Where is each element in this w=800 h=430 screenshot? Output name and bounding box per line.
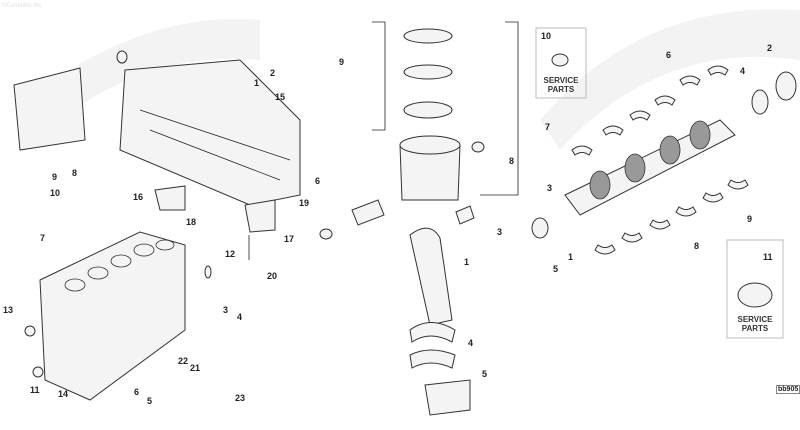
callout: 10: [50, 188, 60, 198]
callout: 1: [464, 257, 469, 267]
connecting-rod: [409, 227, 453, 326]
bushing: [455, 205, 475, 225]
upper-cylinder-block: [119, 59, 301, 206]
callout: 2: [270, 68, 275, 78]
seal-ring: [116, 50, 128, 64]
callout: 4: [740, 66, 745, 76]
right-callouts: 10 2 6 4 7 3 9 8 1 5 11: [541, 31, 773, 274]
front-seal: [531, 217, 549, 239]
callout: 8: [509, 156, 514, 166]
callout: 8: [694, 241, 699, 251]
piston-ring: [403, 64, 453, 80]
bracket: [154, 185, 186, 211]
callout: 5: [147, 396, 152, 406]
callout: 19: [299, 198, 309, 208]
plug: [32, 366, 44, 378]
callout: 9: [747, 214, 752, 224]
piston-crown: [399, 135, 461, 155]
callout: 16: [133, 192, 143, 202]
callout: 10: [541, 31, 551, 41]
service-parts-box: [535, 27, 587, 99]
bearing-shell: [409, 322, 456, 343]
service-parts-label: SERVICE: [738, 315, 774, 324]
gear: [751, 89, 769, 115]
callout: 1: [568, 252, 573, 262]
snap-ring: [471, 141, 485, 153]
callout: 17: [284, 234, 294, 244]
bearing-shell: [409, 349, 456, 369]
callout: 12: [225, 249, 235, 259]
callout: 1: [254, 78, 259, 88]
piston-ring: [403, 28, 453, 44]
rod-cap: [424, 379, 471, 416]
callout: 15: [275, 92, 285, 102]
copyright-text: ©Cummins Inc: [2, 3, 42, 9]
callout: 7: [40, 233, 45, 243]
callout: 2: [767, 43, 772, 53]
callout: 3: [223, 305, 228, 315]
watermark-swoosh: [540, 9, 800, 150]
callout: 22: [178, 356, 188, 366]
callout: 8: [72, 168, 77, 178]
callout: 23: [235, 393, 245, 403]
callout: 18: [186, 217, 196, 227]
seal: [551, 53, 569, 67]
callout: 9: [52, 172, 57, 182]
snap-ring: [319, 228, 333, 240]
lower-cylinder-block: [39, 231, 186, 401]
seal-ring: [204, 265, 212, 279]
callout: 3: [497, 227, 502, 237]
rear-seal: [775, 71, 797, 101]
callout: 4: [237, 312, 242, 322]
callout: 20: [267, 271, 277, 281]
callout: 14: [58, 389, 68, 399]
upper-main-bearings: [571, 65, 729, 156]
bracket: [244, 199, 276, 233]
callout: 13: [3, 305, 13, 315]
callout: 11: [763, 252, 773, 262]
lower-main-bearings: [594, 179, 749, 255]
service-parts-label: SERVICE: [544, 76, 580, 85]
wear-sleeve: [737, 282, 773, 308]
callout: 3: [547, 183, 552, 193]
piston-pin: [351, 199, 385, 226]
service-parts-label: PARTS: [742, 324, 769, 333]
piston-ring: [403, 101, 453, 119]
rear-plate: [13, 67, 86, 151]
callout: 11: [30, 385, 40, 395]
center-callouts: 9 8 6 3 1 4 5: [315, 57, 514, 379]
callout: 6: [666, 50, 671, 60]
service-parts-label: PARTS: [548, 85, 575, 94]
block-detail: [139, 109, 291, 181]
callout: 6: [134, 387, 139, 397]
callout: 4: [468, 338, 473, 348]
cylinder-bores: [64, 239, 175, 292]
crank-counterweights: [589, 120, 711, 200]
callout: 21: [190, 363, 200, 373]
callout: 7: [545, 122, 550, 132]
drawing-id: bb905: [776, 385, 800, 394]
service-parts-box: [726, 239, 784, 339]
callout: 6: [315, 176, 320, 186]
callout: 5: [553, 264, 558, 274]
left-callouts: 1 2 15 8 9 10 16 18 17 19 7 12 20 13 3 4…: [3, 68, 309, 406]
ring-bracket: [372, 21, 519, 196]
plug: [24, 325, 36, 337]
callout: 5: [482, 369, 487, 379]
callout: 9: [339, 57, 344, 67]
